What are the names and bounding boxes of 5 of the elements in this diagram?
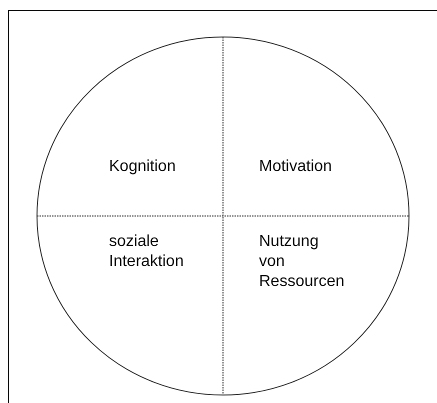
- quadrant-label: Motivation: [259, 157, 332, 177]
- quadrant-label: Nutzung von Ressourcen: [259, 232, 344, 292]
- quadrant-label: Kognition: [109, 157, 176, 177]
- quadrant-circle: [36, 36, 410, 396]
- quadrant-label: soziale Interaktion: [109, 232, 184, 272]
